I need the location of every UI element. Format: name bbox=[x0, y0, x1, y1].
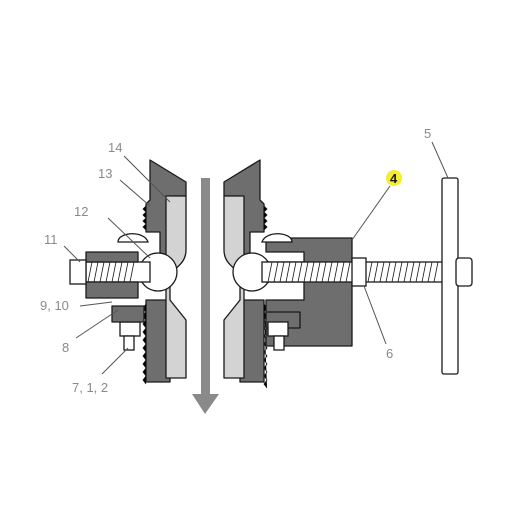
leader-13 bbox=[119, 179, 151, 207]
left-upper-cap bbox=[117, 233, 149, 243]
handwheel-hub bbox=[455, 257, 473, 287]
right-lower-nut bbox=[267, 321, 289, 337]
flow-arrow bbox=[192, 178, 219, 414]
right-nut bbox=[351, 257, 367, 287]
callout-8: 8 bbox=[62, 340, 69, 355]
left-bolt-thread bbox=[87, 261, 135, 283]
right-stud bbox=[273, 335, 285, 351]
callout-7-1-2: 7, 1, 2 bbox=[72, 380, 108, 395]
callout-4-highlight bbox=[386, 170, 402, 186]
callout-9-10: 9, 10 bbox=[40, 298, 69, 313]
leader-5 bbox=[431, 141, 449, 179]
leader-14 bbox=[123, 155, 171, 203]
callout-12: 12 bbox=[74, 204, 88, 219]
right-upper-cap bbox=[261, 233, 293, 243]
screw-rod-thread bbox=[267, 261, 439, 283]
left-clamp-plate bbox=[85, 251, 139, 299]
leader-12 bbox=[107, 217, 151, 259]
callout-4: 4 bbox=[390, 171, 398, 186]
leader-11 bbox=[63, 245, 81, 263]
callout-13: 13 bbox=[98, 166, 112, 181]
left-bolt-head bbox=[69, 259, 87, 285]
right-thread-edge bbox=[263, 205, 268, 389]
left-gasket bbox=[165, 195, 187, 379]
right-flange-assembly bbox=[223, 159, 473, 389]
callout-5: 5 bbox=[424, 126, 431, 141]
callout-14: 14 bbox=[108, 140, 122, 155]
flow-arrow-shaft bbox=[201, 178, 210, 396]
leader-9-10 bbox=[79, 301, 113, 307]
callout-6: 6 bbox=[386, 346, 393, 361]
leader-4 bbox=[351, 185, 391, 241]
leader-8 bbox=[75, 309, 119, 339]
left-lower-nut bbox=[119, 321, 141, 337]
left-lower-block bbox=[111, 305, 145, 323]
leader-7-1-2 bbox=[101, 347, 129, 375]
leader-lines bbox=[63, 141, 449, 375]
callout-11: 11 bbox=[44, 232, 58, 247]
right-gasket bbox=[223, 195, 245, 379]
left-stud bbox=[123, 335, 135, 351]
left-thread-edge bbox=[142, 205, 147, 385]
callout-labels: 14 13 12 11 9, 10 8 7, 1, 2 4 5 6 bbox=[40, 126, 431, 395]
flow-arrow-head bbox=[192, 394, 219, 414]
leader-6 bbox=[363, 285, 387, 345]
left-flange-assembly bbox=[69, 159, 187, 385]
